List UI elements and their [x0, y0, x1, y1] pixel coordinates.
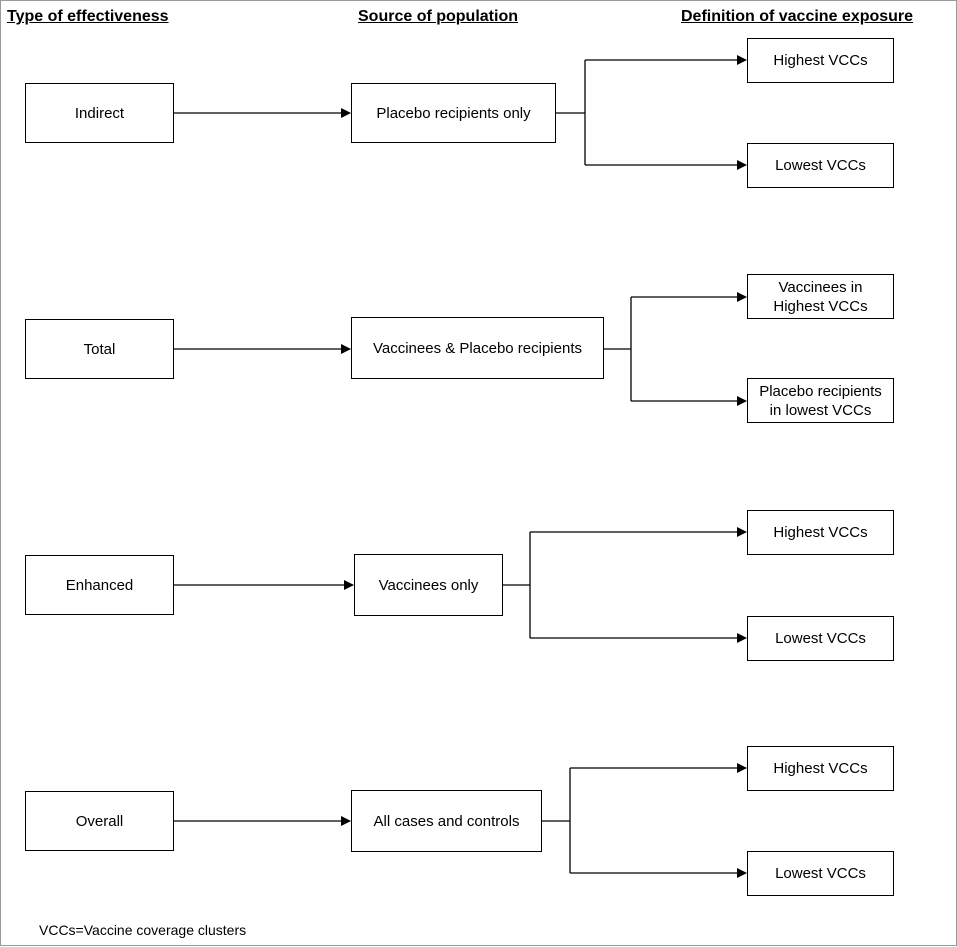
exposure-box-row4-lowest: Lowest VCCs	[747, 851, 894, 896]
exposure-label-line1: Lowest VCCs	[775, 630, 866, 647]
exposure-label-line1: Highest VCCs	[773, 524, 868, 541]
source-label: Vaccinees & Placebo recipients	[372, 339, 582, 357]
source-box-enhanced: Vaccinees only	[354, 554, 503, 616]
source-label: Vaccinees only	[378, 576, 479, 594]
exposure-box-row4-highest: Highest VCCs	[747, 746, 894, 791]
header-source-of-population: Source of population	[358, 8, 518, 25]
exposure-label-line1: Highest VCCs	[773, 52, 868, 69]
exposure-label-line2: Highest VCCs	[773, 297, 868, 315]
source-box-total: Vaccinees & Placebo recipients	[351, 317, 604, 379]
exposure-label-line1: Highest VCCs	[773, 760, 868, 777]
exposure-label-line1: Lowest VCCs	[775, 157, 866, 174]
exposure-box-row3-lowest: Lowest VCCs	[747, 616, 894, 661]
type-label: Enhanced	[65, 576, 134, 594]
type-box-enhanced: Enhanced	[25, 555, 174, 615]
exposure-box-row1-lowest: Lowest VCCs	[747, 143, 894, 188]
type-box-overall: Overall	[25, 791, 174, 851]
exposure-label-line2: in lowest VCCs	[769, 401, 872, 419]
header-type-of-effectiveness: Type of effectiveness	[7, 8, 169, 25]
type-box-indirect: Indirect	[25, 83, 174, 143]
source-box-overall: All cases and controls	[351, 790, 542, 852]
type-label: Total	[83, 340, 116, 358]
type-label: Overall	[75, 812, 124, 830]
exposure-box-row2-highest: Vaccinees in Highest VCCs	[747, 274, 894, 319]
exposure-box-row2-lowest: Placebo recipients in lowest VCCs	[747, 378, 894, 423]
type-label: Indirect	[74, 104, 125, 122]
exposure-label-line1: Placebo recipients	[759, 382, 882, 400]
source-label: All cases and controls	[373, 812, 520, 830]
exposure-label-line1: Lowest VCCs	[775, 865, 866, 882]
exposure-box-row1-highest: Highest VCCs	[747, 38, 894, 83]
footnote: VCCs=Vaccine coverage clusters	[39, 922, 247, 938]
source-label: Placebo recipients only	[376, 104, 531, 122]
source-box-indirect: Placebo recipients only	[351, 83, 556, 143]
type-box-total: Total	[25, 319, 174, 379]
exposure-label-line1: Vaccinees in	[778, 278, 863, 296]
exposure-box-row3-highest: Highest VCCs	[747, 510, 894, 555]
header-definition-of-vaccine-exposure: Definition of vaccine exposure	[681, 8, 914, 25]
